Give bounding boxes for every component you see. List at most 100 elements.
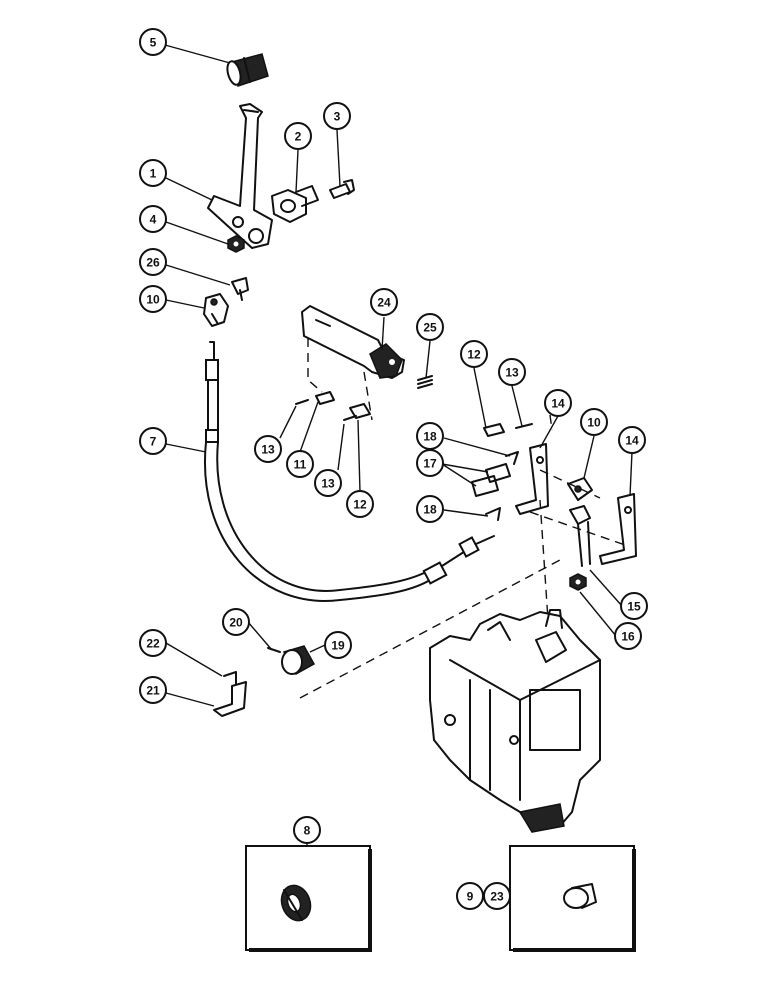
callout-label: 11 (294, 458, 307, 472)
callout-circle (620, 592, 648, 620)
callout-label: 19 (331, 639, 345, 653)
callout-label: 14 (625, 434, 639, 448)
callout-bubbles: 1234578910101112121313131414151617181819… (139, 28, 648, 910)
callout-label: 22 (146, 637, 160, 651)
callout-circle (139, 676, 167, 704)
pivot-bracket-icon (271, 185, 319, 223)
callout-circle (284, 122, 312, 150)
callout-circle (498, 358, 526, 386)
callout-label: 8 (304, 824, 311, 838)
callout-label: 25 (423, 321, 437, 335)
control-cable-icon (203, 341, 495, 602)
pin-set-right-icon (483, 423, 533, 437)
pivot-pin-icon (471, 451, 519, 521)
callout-circle (580, 408, 608, 436)
callout-c5: 5 (139, 28, 167, 56)
callout-c10a: 10 (139, 285, 167, 313)
control-lever-icon (207, 103, 273, 249)
callout-label: 13 (505, 366, 519, 380)
leader-lines (164, 44, 633, 846)
callout-label: 10 (146, 293, 160, 307)
callout-label: 2 (295, 130, 302, 144)
callout-circle (139, 205, 167, 233)
callout-circle (139, 248, 167, 276)
callout-c19: 19 (324, 631, 352, 659)
callout-c1: 1 (139, 159, 167, 187)
callout-c15: 15 (620, 592, 648, 620)
callout-circle (614, 622, 642, 650)
callout-label: 13 (321, 477, 335, 491)
callout-circle (139, 427, 167, 455)
callout-c4: 4 (139, 205, 167, 233)
callout-c18a: 18 (416, 422, 444, 450)
callout-label: 12 (353, 498, 367, 512)
callout-c25: 25 (416, 313, 444, 341)
callout-circle (324, 631, 352, 659)
callout-label: 17 (423, 457, 437, 471)
clevis-icon (203, 293, 229, 327)
callout-circle (323, 102, 351, 130)
mounting-bracket-icon (515, 443, 637, 565)
callout-c7: 7 (139, 427, 167, 455)
callout-label: 15 (627, 600, 641, 614)
callout-label: 14 (551, 397, 565, 411)
callout-circle (460, 340, 488, 368)
callout-c23: 23 (483, 882, 511, 910)
callout-label: 16 (621, 630, 635, 644)
spring-icon (417, 375, 433, 389)
callout-label: 1 (150, 167, 157, 181)
callout-c9: 9 (456, 882, 484, 910)
callout-circle (222, 608, 250, 636)
callout-label: 20 (229, 616, 243, 630)
callout-c16: 16 (614, 622, 642, 650)
callout-c18b: 18 (416, 495, 444, 523)
callout-label: 13 (261, 443, 275, 457)
callout-label: 18 (423, 430, 437, 444)
callout-label: 4 (150, 213, 157, 227)
callout-circle (286, 450, 314, 478)
callout-circle (254, 435, 282, 463)
callout-circle (544, 389, 572, 417)
callout-label: 23 (490, 890, 504, 904)
callout-c17: 17 (416, 449, 444, 477)
callout-circle (139, 159, 167, 187)
callout-c26: 26 (139, 248, 167, 276)
callout-c13a: 13 (498, 358, 526, 386)
callout-label: 12 (467, 348, 481, 362)
callout-circle (416, 313, 444, 341)
callout-circle (370, 288, 398, 316)
callout-circle (618, 426, 646, 454)
bolt-icon (329, 179, 355, 199)
callout-c11: 11 (286, 450, 314, 478)
callout-label: 10 (587, 416, 601, 430)
callout-circle (139, 28, 167, 56)
callout-label: 3 (334, 110, 341, 124)
quadrant-plate-icon (301, 305, 405, 379)
callout-label: 5 (150, 36, 157, 50)
callout-c2: 2 (284, 122, 312, 150)
callout-c20: 20 (222, 608, 250, 636)
callout-c22: 22 (139, 629, 167, 657)
clevis-pin-icon (231, 277, 249, 301)
callout-label: 26 (146, 256, 160, 270)
grommet-icon (280, 884, 312, 922)
callout-label: 18 (423, 503, 437, 517)
inset-box-9-23 (509, 845, 636, 952)
nut-icon (227, 235, 245, 253)
callout-label: 9 (467, 890, 474, 904)
callout-c12b: 12 (346, 490, 374, 518)
callout-c13c: 13 (314, 469, 342, 497)
callout-circle (483, 882, 511, 910)
callout-c14a: 14 (544, 389, 572, 417)
callout-c14b: 14 (618, 426, 646, 454)
callout-c12a: 12 (460, 340, 488, 368)
callout-c21: 21 (139, 676, 167, 704)
callout-label: 24 (377, 296, 391, 310)
control-valve-icon (429, 609, 601, 833)
callout-circle (346, 490, 374, 518)
callout-c10b: 10 (580, 408, 608, 436)
callout-circle (139, 629, 167, 657)
callout-label: 21 (146, 684, 160, 698)
